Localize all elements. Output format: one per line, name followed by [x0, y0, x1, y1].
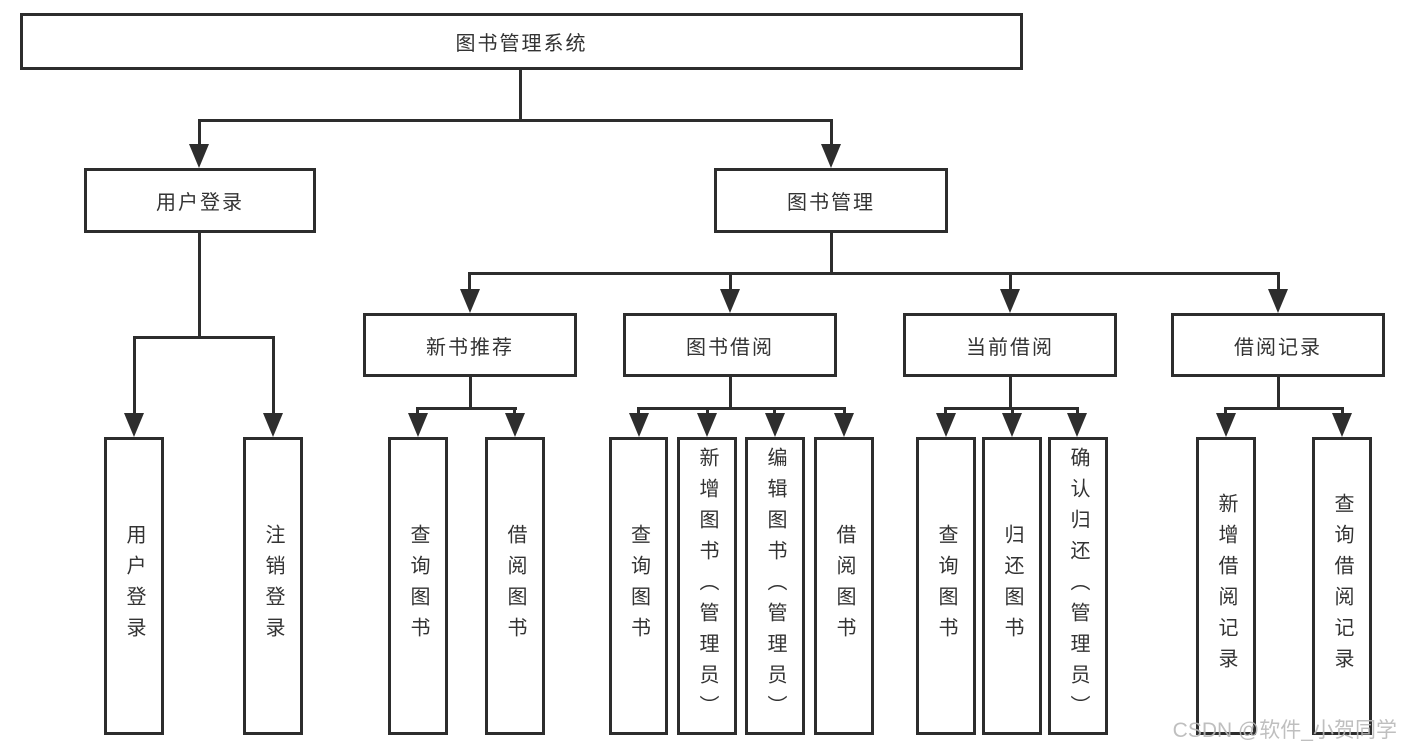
leaf-query-book-3-label: 查询图书	[935, 524, 957, 648]
arrow-down-icon	[834, 413, 854, 437]
arrow-down-icon	[697, 413, 717, 437]
connector-line	[1224, 407, 1227, 417]
node-current-borrow-label: 当前借阅	[966, 336, 1054, 359]
node-root-label: 图书管理系统	[455, 33, 588, 55]
connector-line	[133, 336, 275, 339]
connector-line	[637, 407, 640, 417]
connector-line	[519, 70, 522, 122]
arrow-down-icon	[936, 413, 956, 437]
leaf-borrow-book-2: 借阅图书	[814, 437, 874, 735]
leaf-borrow-book-1-label: 借阅图书	[504, 524, 526, 648]
connector-line	[1224, 407, 1344, 410]
arrow-down-icon	[1268, 289, 1288, 313]
connector-line	[198, 119, 201, 149]
connector-line	[468, 272, 471, 294]
arrow-down-icon	[124, 413, 144, 437]
arrow-down-icon	[1000, 289, 1020, 313]
connector-line	[637, 407, 846, 410]
arrow-down-icon	[189, 144, 209, 168]
arrow-down-icon	[1332, 413, 1352, 437]
connector-line	[1009, 272, 1012, 294]
connector-line	[198, 119, 833, 122]
leaf-edit-book-admin-label: 编辑图书（管理员）	[764, 446, 786, 726]
node-new-book-recommend-label: 新书推荐	[426, 336, 514, 359]
connector-line	[133, 336, 136, 417]
leaf-borrow-book-1: 借阅图书	[485, 437, 545, 735]
connector-line	[1341, 407, 1344, 417]
node-book-borrow: 图书借阅	[623, 313, 837, 377]
leaf-query-book-1-label: 查询图书	[407, 524, 429, 648]
node-book-management: 图书管理	[714, 168, 948, 233]
arrow-down-icon	[821, 144, 841, 168]
arrow-down-icon	[720, 289, 740, 313]
leaf-user-login-label: 用户登录	[123, 524, 145, 648]
connector-line	[706, 407, 709, 417]
leaf-confirm-return-admin: 确认归还（管理员）	[1048, 437, 1108, 735]
leaf-query-book-2: 查询图书	[609, 437, 668, 735]
arrow-down-icon	[1067, 413, 1087, 437]
leaf-query-book-1: 查询图书	[388, 437, 448, 735]
leaf-user-login: 用户登录	[104, 437, 164, 735]
node-borrow-record: 借阅记录	[1171, 313, 1385, 377]
leaf-query-book-2-label: 查询图书	[627, 524, 650, 648]
connector-line	[830, 119, 833, 149]
leaf-query-borrow-record: 查询借阅记录	[1312, 437, 1372, 735]
connector-line	[513, 407, 516, 417]
connector-line	[1011, 407, 1014, 417]
leaf-add-borrow-record-label: 新增借阅记录	[1215, 493, 1237, 679]
connector-line	[272, 336, 275, 417]
connector-line	[729, 377, 732, 410]
leaf-edit-book-admin: 编辑图书（管理员）	[745, 437, 805, 735]
connector-line	[944, 407, 947, 417]
leaf-borrow-book-2-label: 借阅图书	[833, 524, 855, 648]
connector-line	[469, 377, 472, 410]
connector-line	[1277, 377, 1280, 410]
arrow-down-icon	[408, 413, 428, 437]
connector-line	[1009, 377, 1012, 410]
leaf-add-book-admin: 新增图书（管理员）	[677, 437, 737, 735]
arrow-down-icon	[765, 413, 785, 437]
leaf-logout-login: 注销登录	[243, 437, 303, 735]
connector-line	[468, 272, 1280, 275]
leaf-query-borrow-record-label: 查询借阅记录	[1331, 493, 1353, 679]
leaf-query-book-3: 查询图书	[916, 437, 976, 735]
connector-line	[416, 407, 419, 417]
node-book-borrow-label: 图书借阅	[686, 336, 774, 359]
leaf-return-book-label: 归还图书	[1001, 524, 1023, 648]
node-borrow-record-label: 借阅记录	[1234, 336, 1322, 359]
connector-line	[729, 272, 732, 294]
connector-line	[843, 407, 846, 417]
arrow-down-icon	[629, 413, 649, 437]
arrow-down-icon	[505, 413, 525, 437]
connector-line	[198, 233, 201, 339]
arrow-down-icon	[1002, 413, 1022, 437]
arrow-down-icon	[263, 413, 283, 437]
connector-line	[416, 407, 517, 410]
arrow-down-icon	[1216, 413, 1236, 437]
node-user-login-label: 用户登录	[156, 192, 244, 214]
connector-line	[773, 407, 776, 417]
node-current-borrow: 当前借阅	[903, 313, 1117, 377]
connector-line	[830, 233, 833, 275]
csdn-watermark: CSDN @软件_小贺同学	[1172, 719, 1397, 742]
connector-line	[1277, 272, 1280, 294]
leaf-add-borrow-record: 新增借阅记录	[1196, 437, 1256, 735]
node-user-login: 用户登录	[84, 168, 316, 233]
leaf-add-book-admin-label: 新增图书（管理员）	[696, 446, 718, 726]
arrow-down-icon	[460, 289, 480, 313]
leaf-logout-login-label: 注销登录	[262, 524, 284, 648]
leaf-return-book: 归还图书	[982, 437, 1042, 735]
node-new-book-recommend: 新书推荐	[363, 313, 577, 377]
node-root: 图书管理系统	[20, 13, 1023, 70]
leaf-confirm-return-admin-label: 确认归还（管理员）	[1067, 446, 1089, 726]
node-book-management-label: 图书管理	[787, 192, 875, 214]
connector-line	[1076, 407, 1079, 417]
